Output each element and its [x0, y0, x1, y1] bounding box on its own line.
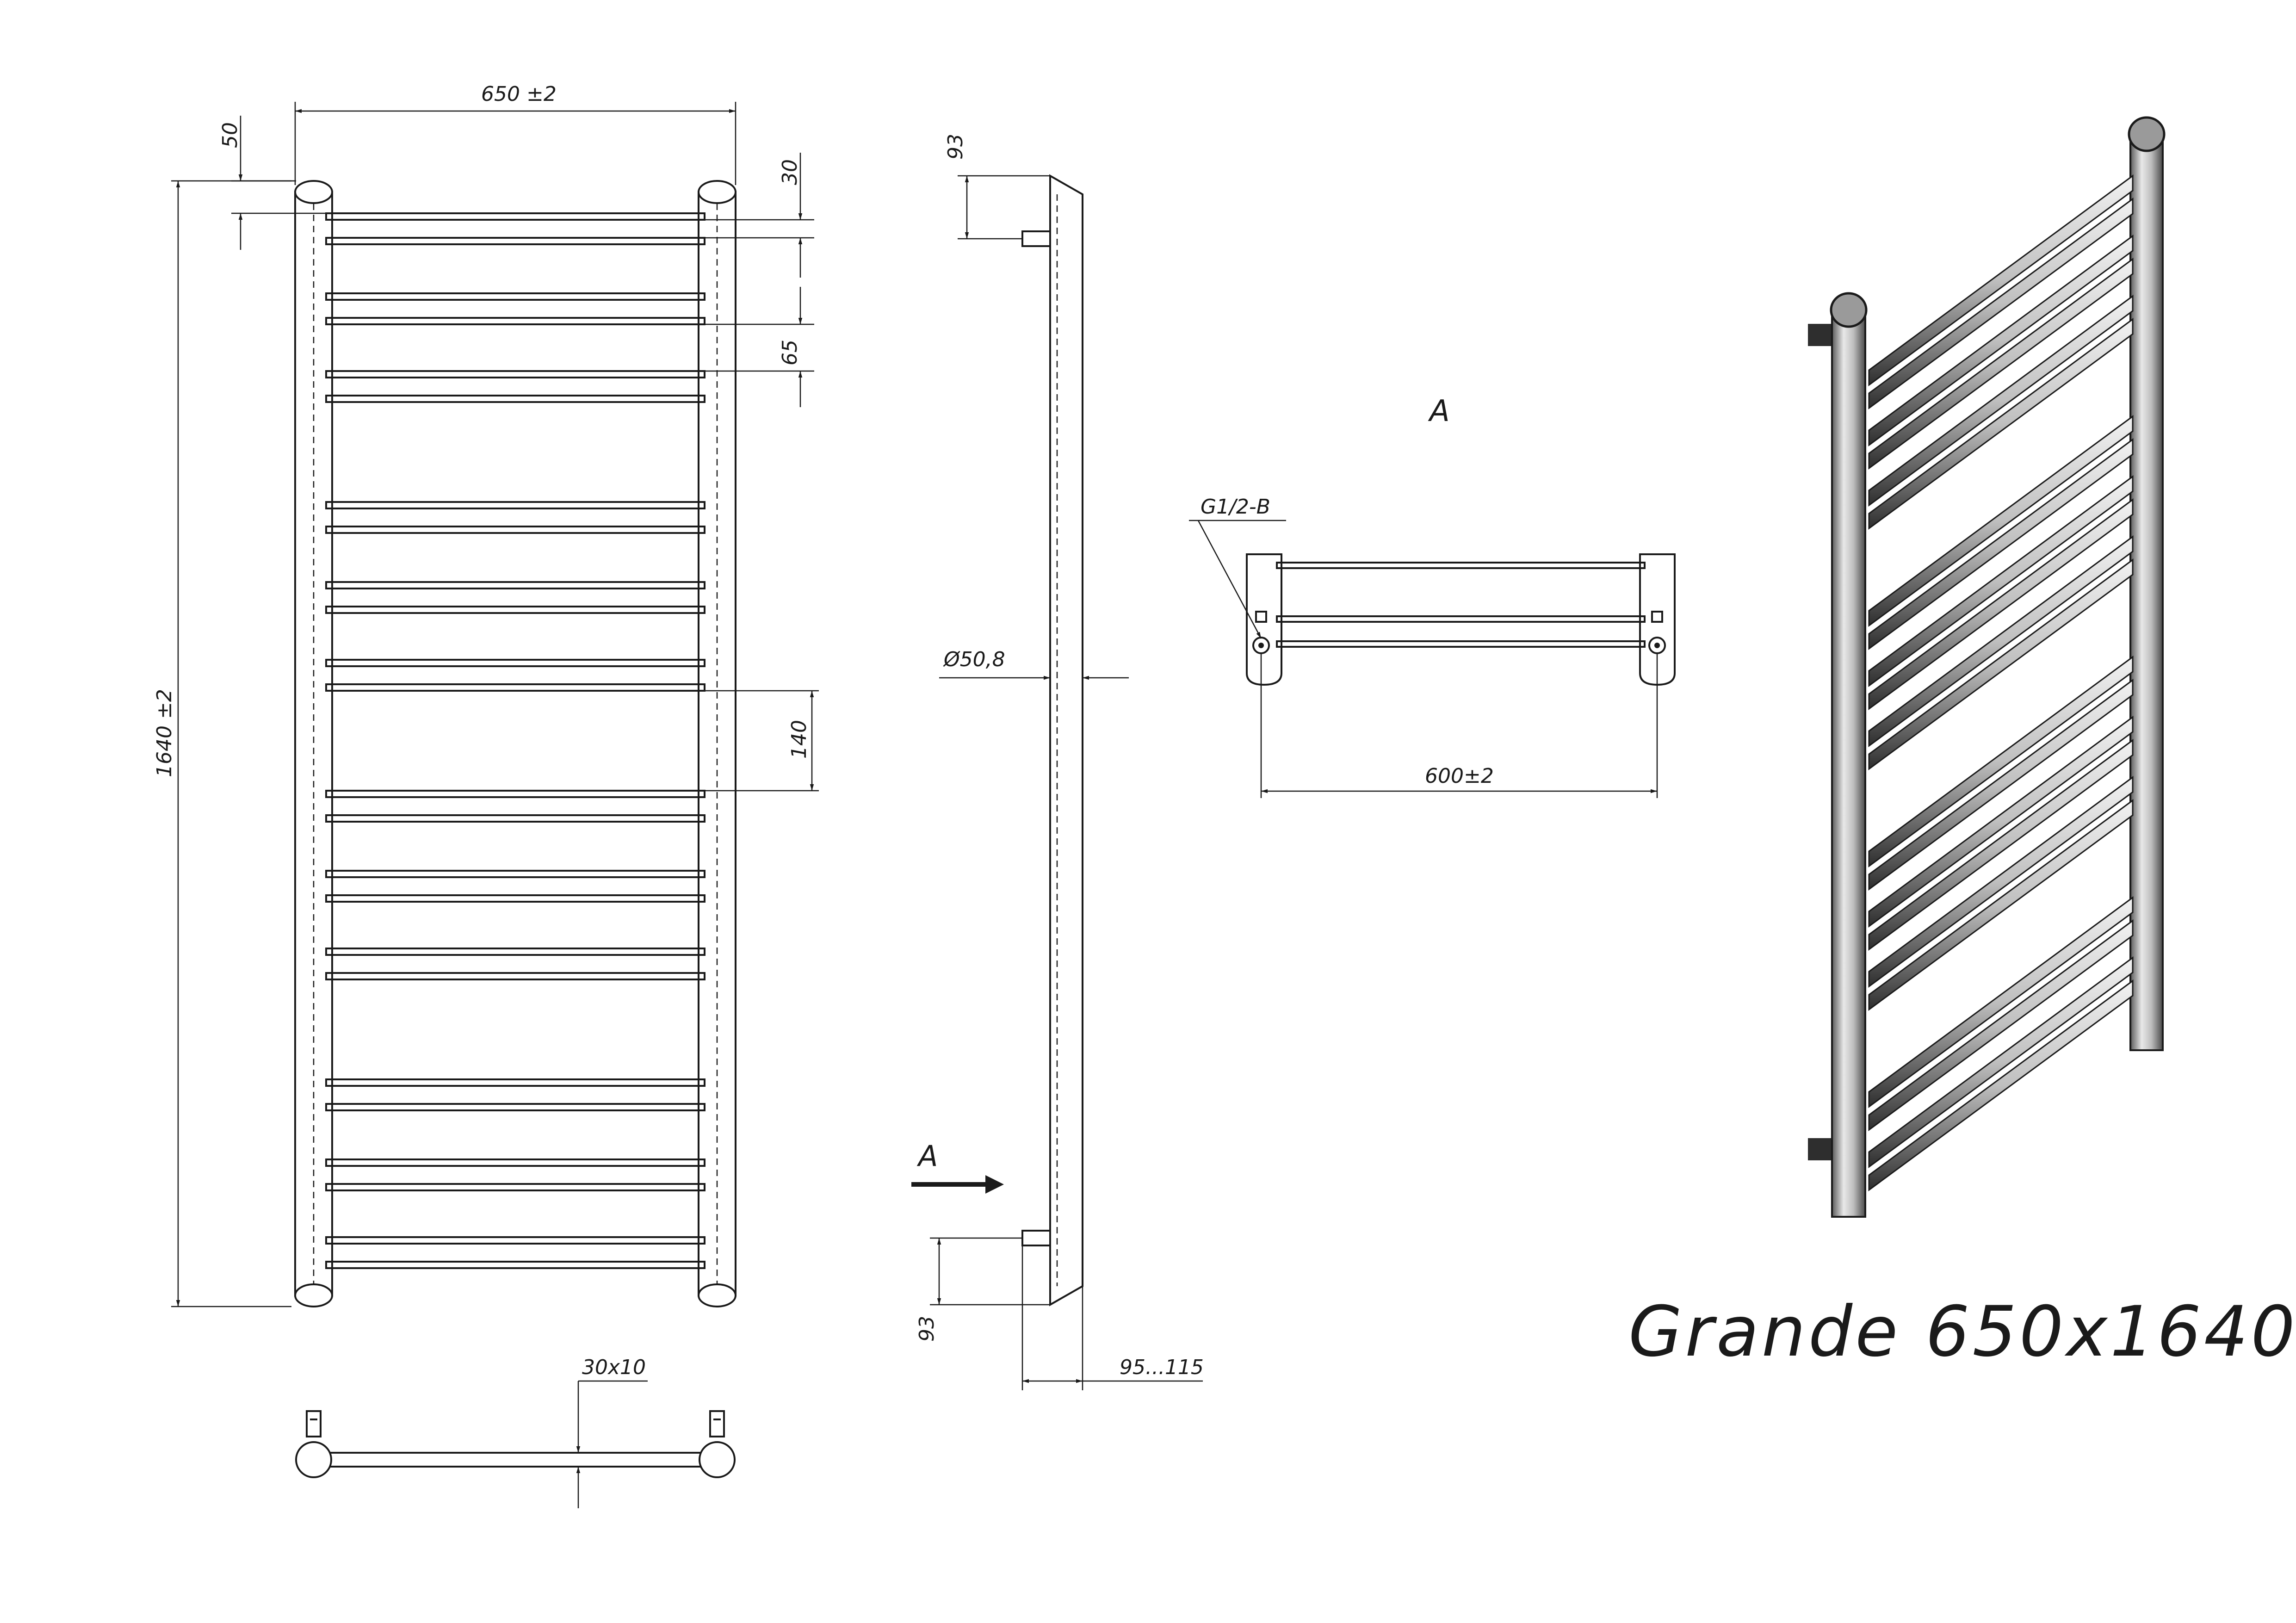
left-tube-bottom-cap	[294, 1283, 333, 1307]
view-a-bar	[1276, 562, 1646, 569]
bar	[325, 972, 706, 980]
top-wall-bracket	[1021, 230, 1051, 247]
bar	[325, 395, 706, 403]
bottom-view: 30x10	[295, 1356, 736, 1508]
left-bracket	[306, 1410, 322, 1437]
bar	[325, 790, 706, 798]
bar	[325, 1078, 706, 1087]
bar	[325, 894, 706, 903]
bar	[325, 292, 706, 301]
right-bracket	[709, 1410, 725, 1437]
bar	[325, 1261, 706, 1269]
top-offset-label: 50	[218, 122, 242, 148]
bar	[325, 1183, 706, 1191]
bar	[325, 1236, 706, 1245]
bar-section-label: 30x10	[582, 1356, 646, 1379]
side-view: 93 93 95...115 Ø50,8 A	[911, 134, 1204, 1390]
bottom-bracket-label: 93	[915, 1316, 939, 1342]
view-a-bar	[1276, 640, 1646, 648]
bar	[325, 237, 706, 245]
group-gap-dimension: 140	[705, 690, 819, 792]
front-tube	[1831, 309, 1866, 1218]
width-dimension: 650 ±2	[294, 82, 736, 185]
thread-label: G1/2-B	[1201, 495, 1270, 519]
front-view: 650 ±2 1640 ±2 50 30	[153, 82, 819, 1307]
bottom-bar-section	[323, 1452, 709, 1468]
bar	[325, 814, 706, 823]
drawing-title: Grande 650x1640	[1628, 1292, 2296, 1372]
left-fitting	[1255, 611, 1267, 623]
bar	[325, 870, 706, 878]
width-label: 650 ±2	[481, 82, 557, 106]
bar	[325, 581, 706, 589]
bar	[325, 606, 706, 614]
right-fitting	[1651, 611, 1663, 623]
bar-offset-dimension: 30	[705, 153, 814, 278]
top-bracket-label: 93	[944, 134, 967, 160]
bar	[325, 948, 706, 956]
connection-spacing-label: 600±2	[1425, 764, 1494, 788]
bar	[325, 1103, 706, 1111]
iso-bars	[1868, 174, 2134, 1191]
bar	[325, 526, 706, 534]
bar-gap-label: 65	[778, 340, 802, 365]
view-direction-arrow	[911, 1175, 1004, 1194]
bracket-icon	[1808, 1138, 1835, 1160]
group-gap-label: 140	[787, 720, 811, 759]
bar	[325, 659, 706, 667]
isometric-view	[1808, 116, 2166, 1218]
view-a: A G1/2-B 600±2	[1189, 394, 1676, 798]
bar	[325, 1158, 706, 1167]
bar-gap-dimension: 65	[705, 287, 814, 407]
bar	[325, 317, 706, 325]
top-offset-dimension: 50	[218, 116, 328, 250]
left-tube-section	[295, 1441, 332, 1478]
tube-diameter-label: Ø50,8	[943, 648, 1005, 671]
right-tube-top-cap	[698, 180, 736, 204]
bar	[325, 501, 706, 509]
bar	[325, 212, 706, 221]
bar-offset-label: 30	[778, 159, 802, 185]
left-tube-top-cap	[294, 180, 333, 204]
wall-distance-label: 95...115	[1120, 1356, 1204, 1379]
right-tube-section	[699, 1441, 736, 1478]
bar	[325, 370, 706, 378]
height-label: 1640 ±2	[153, 689, 176, 777]
back-tube	[2129, 133, 2164, 1051]
view-a-bar	[1276, 615, 1646, 623]
view-a-title: A	[1428, 394, 1450, 428]
side-profile	[1049, 174, 1083, 1307]
view-arrow-label: A	[916, 1139, 938, 1173]
right-tube-bottom-cap	[698, 1283, 736, 1307]
bottom-wall-bracket	[1021, 1230, 1051, 1246]
left-post	[1246, 553, 1282, 686]
front-bars	[325, 212, 706, 1269]
bar	[325, 683, 706, 692]
height-dimension: 1640 ±2	[153, 180, 291, 1307]
bracket-icon	[1808, 324, 1835, 346]
